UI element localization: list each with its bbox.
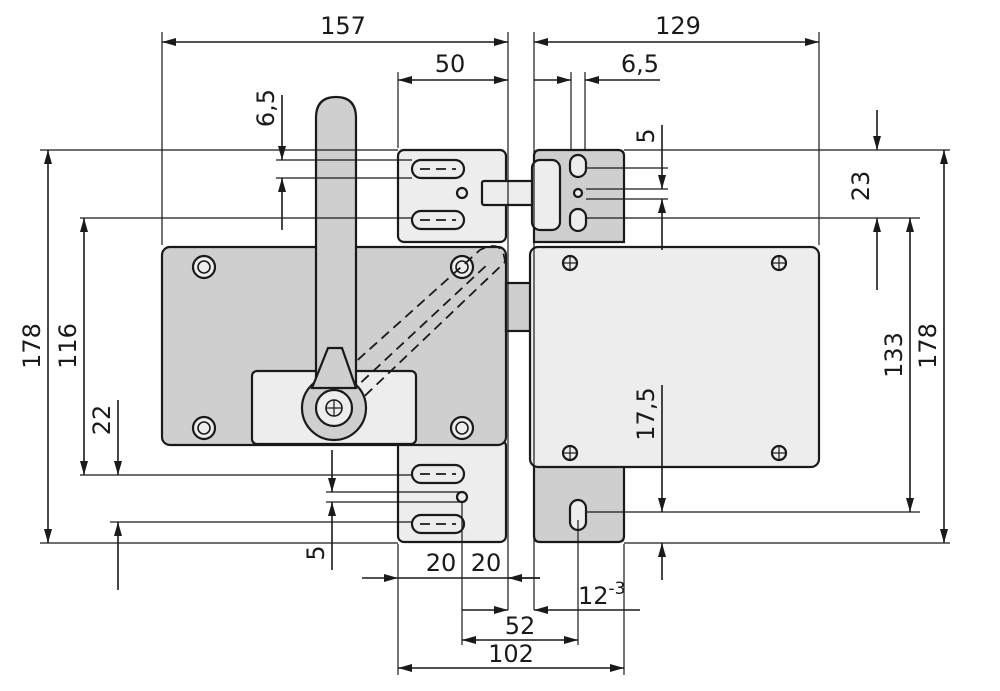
dim-157: 157	[320, 12, 366, 40]
dim-102: 102	[488, 640, 534, 668]
dim-178-left: 178	[18, 323, 46, 369]
handle-swing-outline	[321, 245, 506, 411]
dim-20-a: 20	[426, 549, 457, 577]
dim-22: 22	[88, 405, 116, 436]
handle-lock-body	[160, 95, 508, 544]
dim-6-5-left: 6,5	[252, 89, 280, 127]
dim-133: 133	[880, 332, 908, 378]
dimension-lines	[44, 38, 948, 672]
screw-icon	[449, 415, 475, 441]
slot-switch-2	[568, 207, 588, 233]
dim-178-right: 178	[914, 323, 942, 369]
screw-icon	[191, 415, 217, 441]
dim-12: 12-3	[578, 579, 626, 610]
slot-switch-1	[568, 153, 588, 179]
dim-17-5: 17,5	[632, 387, 660, 440]
pin-hole-upper	[455, 186, 469, 200]
dim-23: 23	[847, 171, 875, 202]
dim-12-tolerance: -3	[609, 579, 626, 599]
handle-lever	[314, 95, 358, 400]
pin-hole-lower	[455, 490, 469, 504]
dim-116: 116	[54, 323, 82, 369]
switch-housing	[528, 245, 821, 469]
dim-129: 129	[655, 12, 701, 40]
screw-icon	[191, 254, 217, 280]
pin-hole-switch	[572, 187, 584, 199]
dim-20-b: 20	[471, 549, 502, 577]
screw-icon	[770, 254, 788, 272]
safety-switch-body	[528, 148, 821, 544]
dim-52: 52	[505, 612, 536, 640]
dim-5-right: 5	[632, 128, 660, 143]
dim-5-bottom: 5	[302, 545, 330, 560]
dim-12-value: 12	[578, 582, 609, 610]
dim-50: 50	[435, 50, 466, 78]
screw-icon	[561, 254, 579, 272]
extension-lines	[40, 32, 950, 675]
latch-receiver	[530, 158, 562, 232]
screw-icon	[770, 444, 788, 462]
screw-icon	[561, 444, 579, 462]
dim-6-5-top: 6,5	[621, 50, 659, 78]
